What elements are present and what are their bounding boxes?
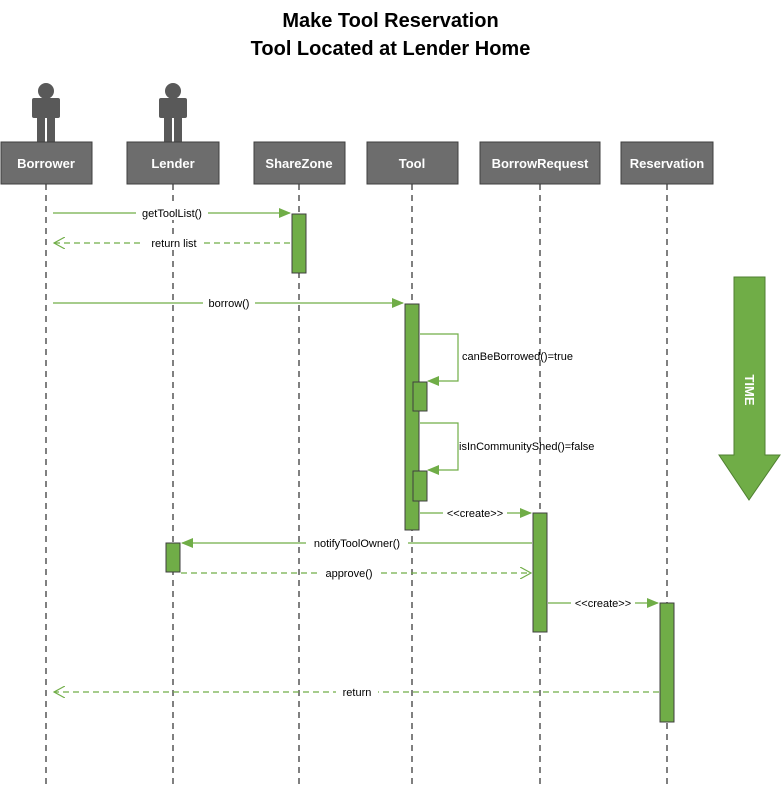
message-notify-tool-owner-label: notifyToolOwner() xyxy=(314,538,400,550)
message-can-be-borrowed: canBeBorrowed()=true xyxy=(420,333,573,386)
message-create-borrowrequest-label: <<create>> xyxy=(447,508,503,520)
activation-borrowrequest xyxy=(532,512,548,633)
message-return-list: return list xyxy=(54,236,290,250)
message-notify-tool-owner: notifyToolOwner() xyxy=(181,536,532,550)
participant-tool-label: Tool xyxy=(399,156,425,171)
message-return-label: return xyxy=(343,687,372,699)
message-is-in-community-shed-label: isInCommunityShed()=false xyxy=(459,441,594,453)
participant-lender: Lender xyxy=(126,141,220,185)
participant-borrower-label: Borrower xyxy=(17,156,75,171)
participant-borrowrequest: BorrowRequest xyxy=(479,141,601,185)
message-create-reservation-label: <<create>> xyxy=(575,598,631,610)
activation-bars xyxy=(165,213,675,723)
diagram-title-line2: Tool Located at Lender Home xyxy=(250,38,531,60)
participant-lender-label: Lender xyxy=(151,156,194,171)
time-arrow: TIME xyxy=(718,276,781,501)
message-return-list-label: return list xyxy=(151,238,196,250)
message-create-reservation: <<create>> xyxy=(548,596,659,610)
participant-borrower: Borrower xyxy=(0,141,93,185)
activation-lender xyxy=(165,542,181,573)
message-can-be-borrowed-label: canBeBorrowed()=true xyxy=(462,351,573,363)
message-get-tool-list: getToolList() xyxy=(53,206,291,220)
participant-tool: Tool xyxy=(366,141,459,185)
activation-sharezone xyxy=(291,213,307,274)
message-approve-label: approve() xyxy=(325,568,372,580)
message-borrow-label: borrow() xyxy=(209,298,250,310)
lender-actor-icon xyxy=(159,83,187,142)
message-is-in-community-shed: isInCommunityShed()=false xyxy=(420,422,594,475)
participant-sharezone-label: ShareZone xyxy=(265,156,332,171)
participant-borrowrequest-label: BorrowRequest xyxy=(492,156,589,171)
message-borrow: borrow() xyxy=(53,296,404,310)
message-approve: approve() xyxy=(181,566,531,580)
participant-sharezone: ShareZone xyxy=(253,141,346,185)
activation-reservation xyxy=(659,602,675,723)
participant-reservation-label: Reservation xyxy=(630,156,704,171)
diagram-title-line1: Make Tool Reservation xyxy=(282,10,499,32)
message-return: return xyxy=(54,685,659,699)
participant-reservation: Reservation xyxy=(620,141,714,185)
borrower-actor-icon xyxy=(32,83,60,142)
activation-tool-nested-1 xyxy=(412,381,428,412)
time-arrow-label: TIME xyxy=(742,374,757,405)
activation-tool-nested-2 xyxy=(412,470,428,502)
message-get-tool-list-label: getToolList() xyxy=(142,208,202,220)
message-create-borrowrequest: <<create>> xyxy=(420,506,532,520)
